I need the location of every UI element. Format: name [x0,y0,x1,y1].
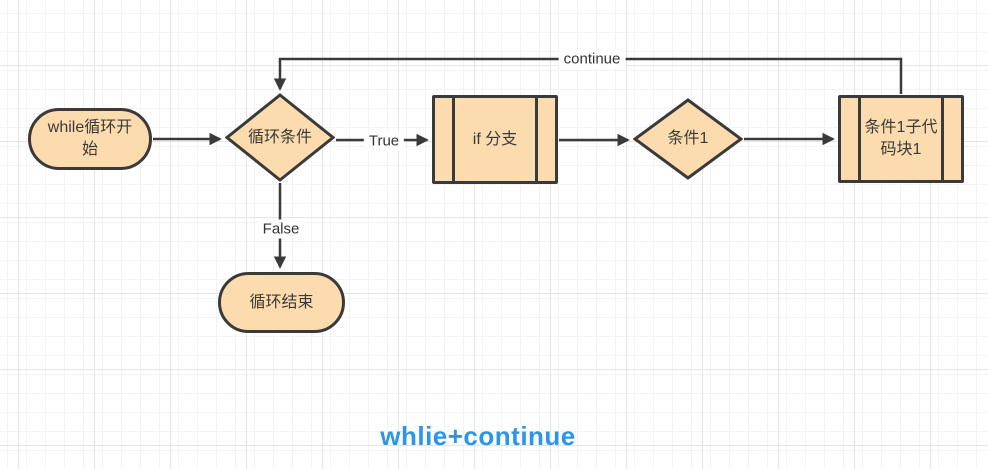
node-loop-condition[interactable]: 循环条件 [225,93,335,182]
node-label: 循环条件 [247,128,312,146]
edge-label-true: True [363,131,405,151]
node-label: while循环开始 [47,119,133,158]
subprocess-bar-right [535,98,538,181]
edge-label-false: False [257,219,305,239]
node-condition1-block[interactable]: 条件1子代码块1 [838,95,964,183]
subprocess-bar-right [941,98,944,180]
node-condition1[interactable]: 条件1 [633,98,743,180]
edge-label-continue: continue [558,49,626,69]
node-label: if 分支 [472,130,518,148]
node-loop-end[interactable]: 循环结束 [218,272,345,333]
node-if-branch[interactable]: if 分支 [432,95,558,184]
subprocess-bar-left [858,98,861,180]
node-label: 条件1子代码块1 [864,119,938,158]
diamond-shape [225,93,335,182]
diamond-shape [633,98,743,180]
node-label: 循环结束 [249,293,314,311]
diagram-title: whlie+continue [380,421,576,451]
subprocess-bar-left [452,98,455,181]
node-while-start[interactable]: while循环开始 [28,108,152,170]
node-label: 条件1 [667,130,709,148]
